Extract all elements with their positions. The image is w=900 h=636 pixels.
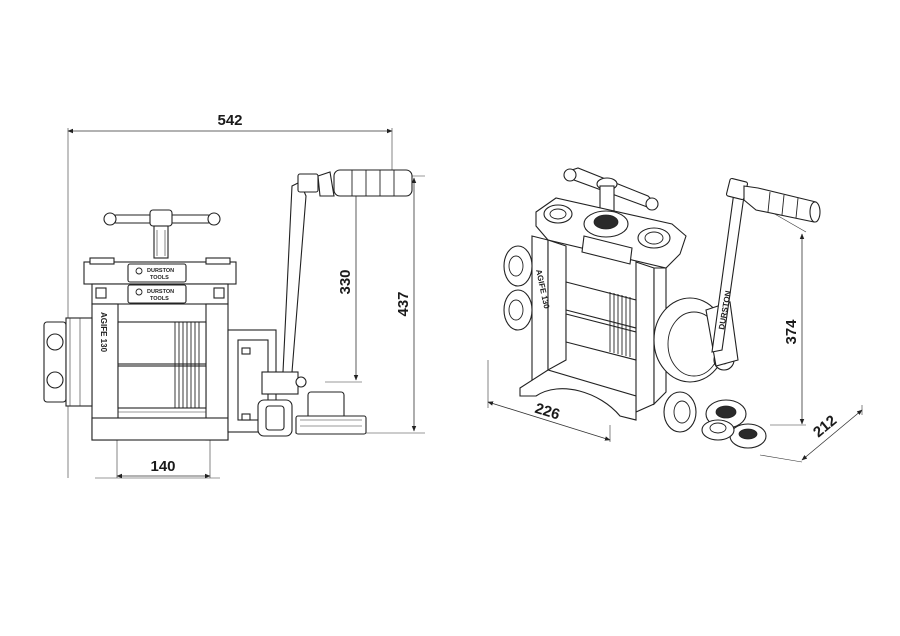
iso-left-ends — [503, 245, 533, 331]
dim-label-542: 542 — [217, 112, 242, 129]
spare-rollers-front — [257, 391, 367, 437]
iso-top-plate — [535, 197, 687, 269]
rollers — [117, 321, 207, 413]
dim-line-226 — [487, 401, 611, 441]
iso-top-handle — [563, 167, 659, 215]
dim-label-330: 330 — [337, 269, 354, 294]
left-roller-ends — [43, 317, 93, 407]
brand-line2-top: TOOLS — [150, 275, 169, 281]
dim-label-374: 374 — [783, 319, 800, 345]
front-view: 542 437 330 140 DURSTON TOOLS — [43, 112, 425, 479]
top-crossbar: DURSTON TOOLS — [83, 257, 237, 285]
brand-line1-mid: DURSTON — [147, 289, 174, 295]
model-label-front: AGIFE 130 — [99, 312, 108, 353]
iso-view: 226 374 212 — [487, 167, 863, 463]
iso-spare-rollers — [663, 391, 767, 449]
crank-handle — [282, 169, 413, 373]
dim-label-437: 437 — [395, 291, 412, 316]
brand-line2-mid: TOOLS — [150, 296, 169, 302]
dim-line-212 — [801, 409, 863, 461]
gear-housing — [227, 329, 307, 433]
dim-label-212: 212 — [810, 412, 840, 441]
iso-rollers — [565, 281, 637, 361]
iso-frame: AGIFE 130 — [519, 235, 667, 421]
dim-label-140: 140 — [150, 458, 175, 475]
brand-line1-top: DURSTON — [147, 268, 174, 274]
dim-label-226: 226 — [533, 400, 562, 424]
top-t-handle — [103, 209, 221, 259]
